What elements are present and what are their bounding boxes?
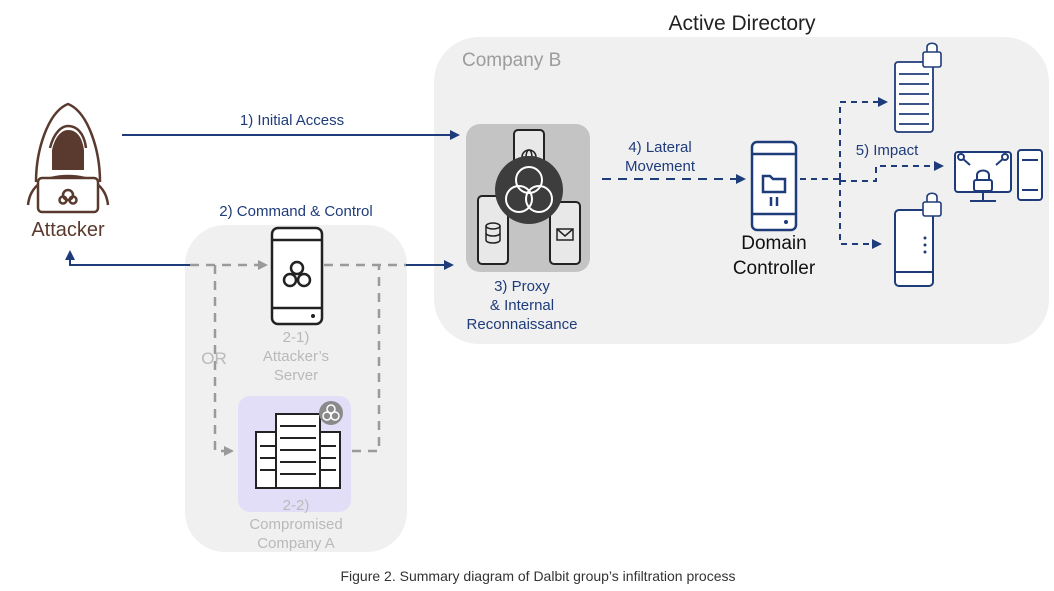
attacker-hacker-icon <box>26 102 110 214</box>
command-control-return-arrow <box>65 250 190 266</box>
database-icon <box>485 222 501 244</box>
command-control-label: 2) Command & Control <box>219 203 372 220</box>
biohazard-badge-icon <box>319 401 343 425</box>
lateral-movement-label-1: 4) Lateral <box>628 139 691 156</box>
active-directory-title: Active Directory <box>668 12 816 35</box>
proxy-label-2: & Internal <box>490 297 554 314</box>
impact-label: 5) Impact <box>856 142 919 159</box>
compromised-company-label-2: Compromised <box>249 516 342 533</box>
locked-tower-server-icon <box>894 209 934 287</box>
lateral-movement-label-2: Movement <box>625 158 696 175</box>
padlock-icon-top <box>922 42 942 68</box>
server-status-led <box>311 314 315 318</box>
domain-controller-label-2: Controller <box>733 258 816 279</box>
attacker-label: Attacker <box>31 219 105 241</box>
attacker-server-icon <box>270 226 324 326</box>
figure-caption: Figure 2. Summary diagram of Dalbit grou… <box>340 568 735 584</box>
domain-controller-led <box>784 220 788 224</box>
initial-access-label: 1) Initial Access <box>240 112 344 129</box>
tower-server-dots <box>923 236 927 254</box>
attacker-server-label-1: 2-1) <box>283 329 310 346</box>
proxy-label-1: 3) Proxy <box>494 278 550 295</box>
compromised-company-label-3: Company A <box>257 535 335 552</box>
company-b-label: Company B <box>462 50 561 71</box>
attacker-server-label-3: Server <box>274 367 318 384</box>
or-label: OR <box>201 349 227 368</box>
domain-controller-label-1: Domain <box>741 233 806 254</box>
attacker-face-shadow <box>52 130 84 170</box>
mail-icon <box>556 228 574 241</box>
impact-arrows <box>800 97 944 249</box>
locked-rack-server-icon <box>894 61 934 133</box>
proxy-biohazard-icon <box>495 156 563 224</box>
proxy-label-3: Reconnaissance <box>467 316 578 333</box>
compromised-company-label-1: 2-2) <box>283 497 310 514</box>
cnc-dashed-paths <box>190 260 406 456</box>
padlock-icon-bottom <box>922 192 942 217</box>
locked-computer-icon <box>954 149 1043 202</box>
domain-controller-icon <box>750 140 798 232</box>
compromised-server-rack-icon <box>255 413 341 489</box>
attacker-server-label-2: Attacker’s <box>263 348 329 365</box>
